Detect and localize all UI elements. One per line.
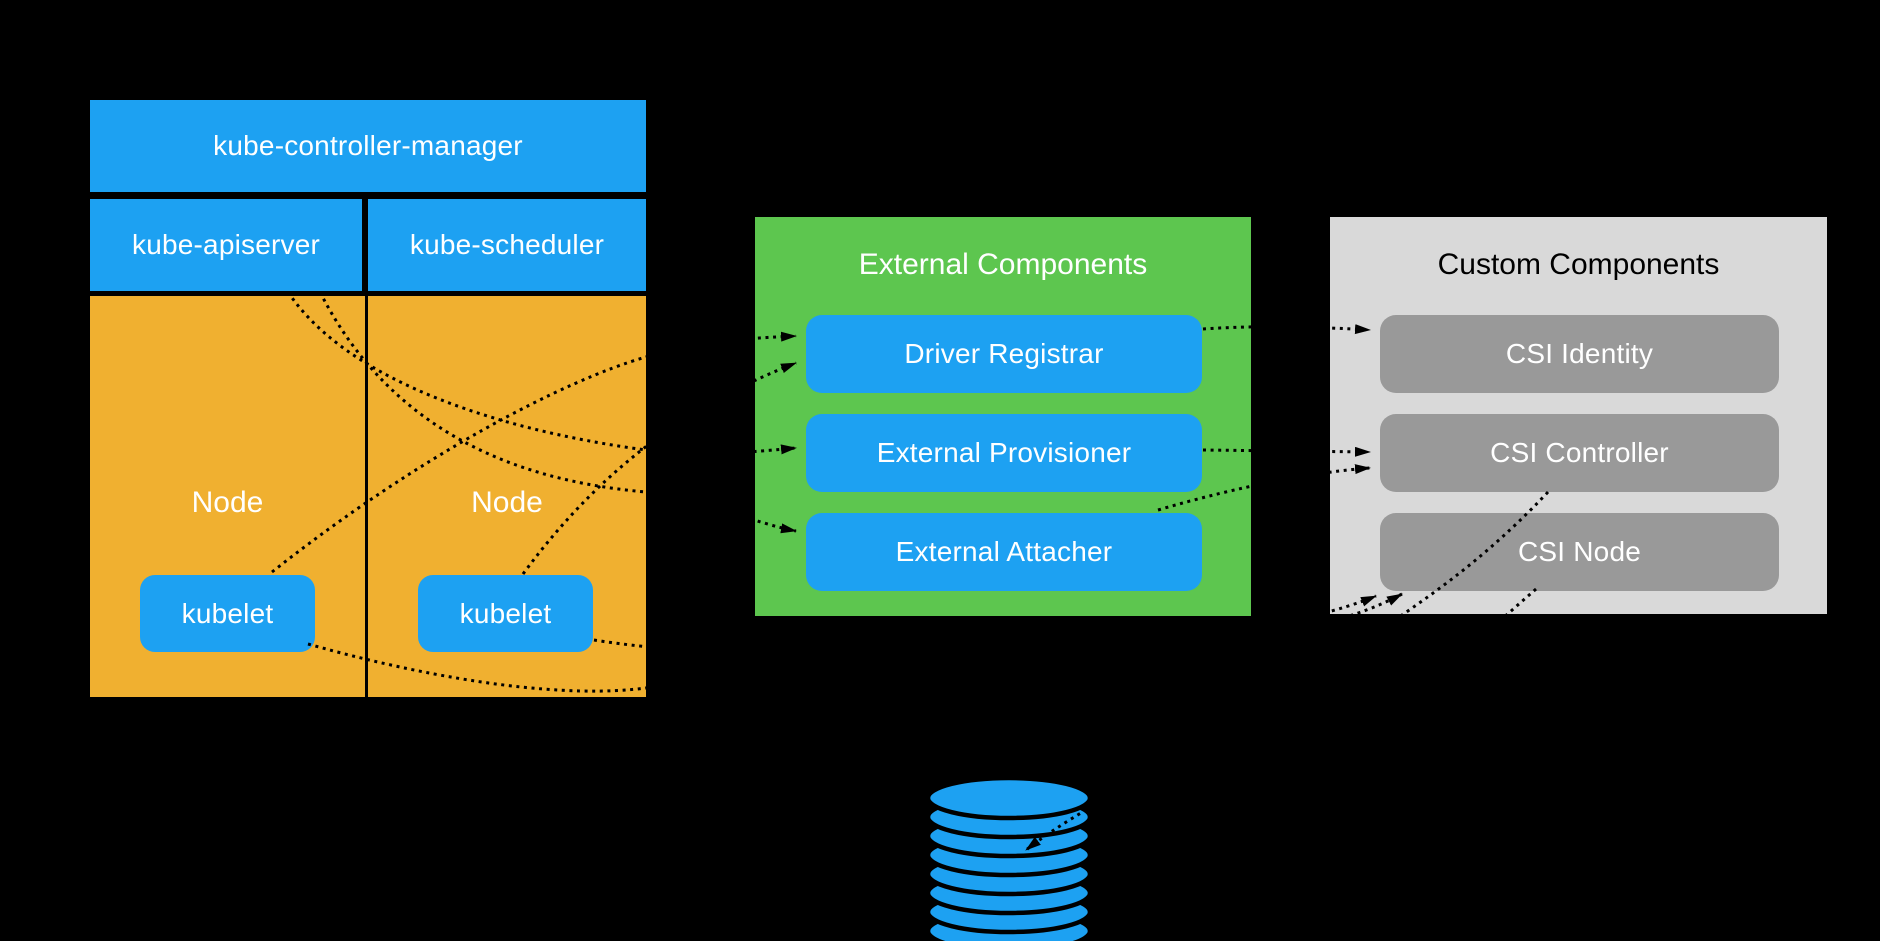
edge-csi-node-storage xyxy=(1135,587,1537,941)
kube-apiserver-box: kube-apiserver xyxy=(90,199,362,291)
driver-registrar-box: Driver Registrar xyxy=(806,315,1202,393)
kube-scheduler-box: kube-scheduler xyxy=(368,199,646,291)
external-attacher-box: External Attacher xyxy=(806,513,1202,591)
database-cylinder-icon xyxy=(925,775,1093,941)
csi-controller-box: CSI Controller xyxy=(1380,414,1779,492)
kubelet-left-box: kubelet xyxy=(140,575,315,652)
kubelet-right-box: kubelet xyxy=(418,575,593,652)
csi-identity-box: CSI Identity xyxy=(1380,315,1779,393)
custom-components-title: Custom Components xyxy=(1437,248,1720,281)
node-label-right: Node xyxy=(471,486,543,519)
external-provisioner-box: External Provisioner xyxy=(806,414,1202,492)
external-components-title: External Components xyxy=(858,248,1148,281)
csi-node-box: CSI Node xyxy=(1380,513,1779,591)
node-label-left: Node xyxy=(191,486,264,519)
kube-controller-manager-box: kube-controller-manager xyxy=(90,100,646,192)
